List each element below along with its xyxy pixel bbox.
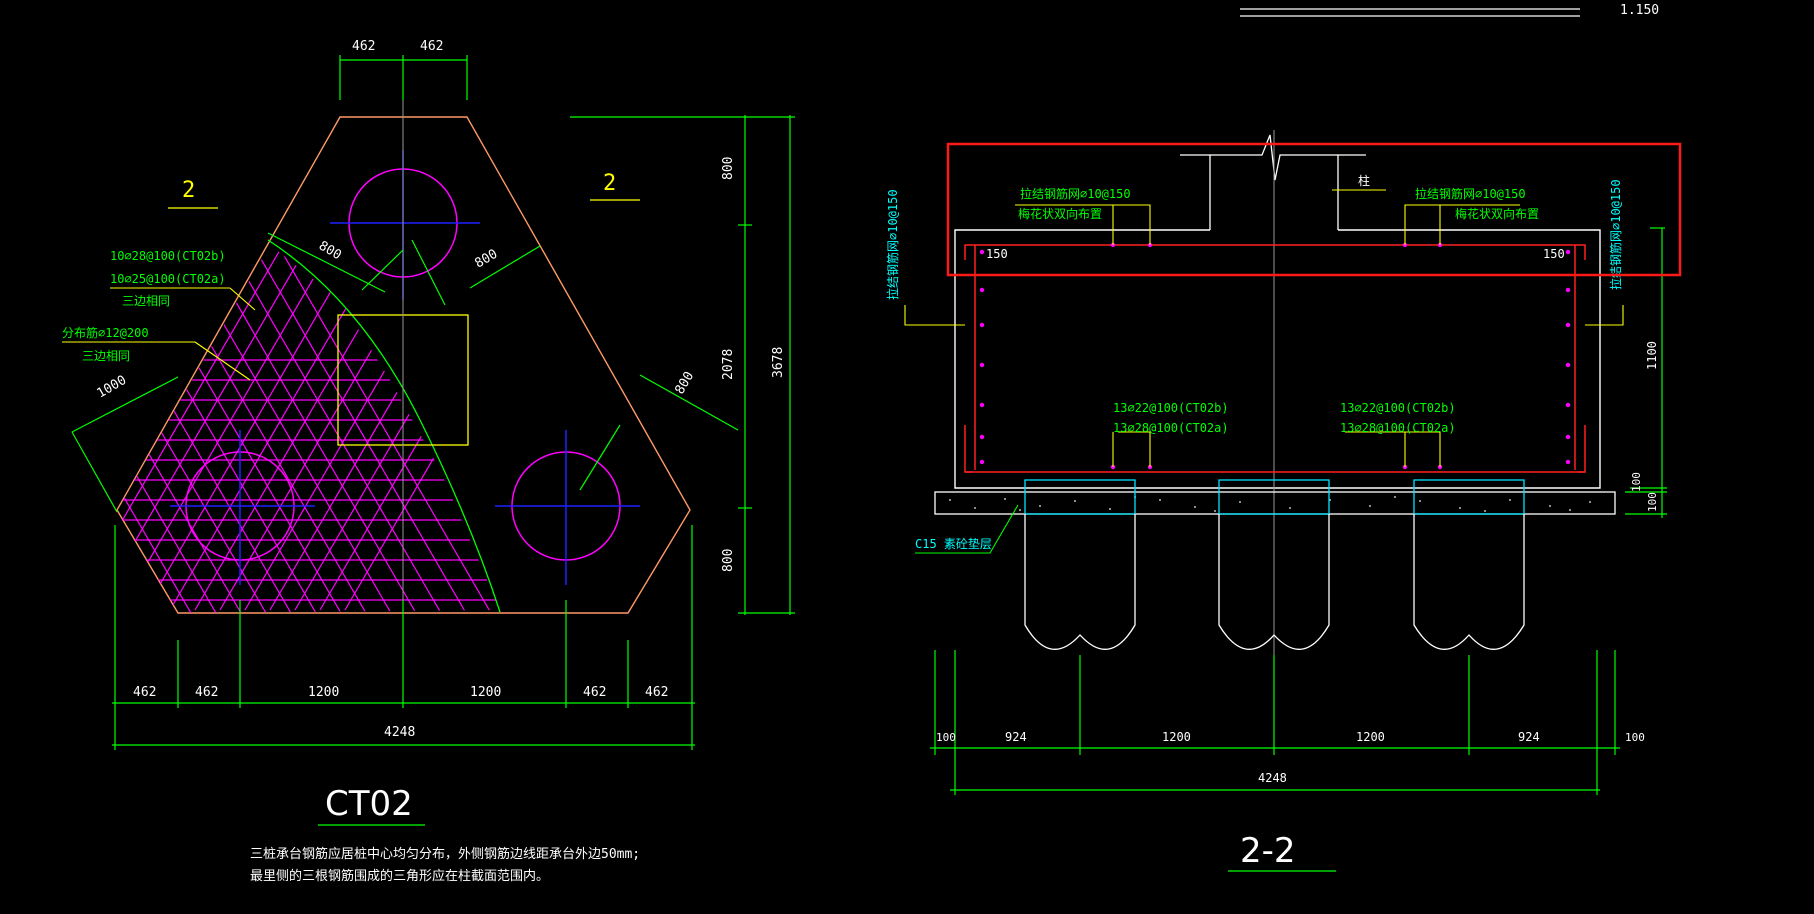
elevation-label: 1.150 [1620, 3, 1659, 18]
sec-dim-bottom-1: 100 [936, 731, 956, 744]
section-mark-right: 2 [603, 171, 616, 196]
section-mark-left: 2 [182, 178, 195, 203]
bottom-dims [112, 525, 695, 750]
plan-view-ct02: 462 462 800 2078 800 3678 800 800 800 10… [62, 39, 795, 884]
mesh-boundary-curve [267, 239, 501, 613]
piles [1024, 514, 1525, 650]
dim-bottom-4: 1200 [470, 685, 501, 700]
rebar-mesh [117, 245, 500, 613]
sec-dim-bottom-2: 924 [1005, 730, 1027, 744]
rebar-note-3: 三边相同 [122, 294, 170, 308]
section-right-dims [1625, 227, 1667, 518]
rebar-note-1: 10⌀28@100(CT02b) [110, 249, 226, 263]
dim-height: 1100 [1645, 341, 1659, 370]
dim-pad: 100 [1646, 492, 1659, 512]
cover-right: 150 [1543, 247, 1565, 261]
dim-bottom-6: 462 [645, 685, 668, 700]
pile-heads [1024, 479, 1525, 515]
side-note-left: 拉结钢筋网⌀10@150 [885, 189, 900, 300]
note-line-2: 最里侧的三根钢筋围成的三角形应在柱截面范围内。 [250, 868, 549, 884]
pad-speckle [949, 496, 1591, 512]
sec-dim-bottom-5: 924 [1518, 730, 1540, 744]
rebar-cage [964, 244, 1586, 473]
rebar-note-4: 分布筋⌀12@200 [62, 325, 149, 340]
side-note-right: 拉结钢筋网⌀10@150 [1608, 179, 1623, 290]
column-label: 柱 [1358, 173, 1370, 188]
dim-diag-2: 800 [473, 247, 501, 272]
rebar-dots [979, 242, 1571, 470]
dim-cover: 100 [1630, 472, 1643, 492]
top-dims [339, 55, 468, 100]
sec-dim-bottom-4: 1200 [1356, 730, 1385, 744]
cover-left: 150 [986, 247, 1008, 261]
sec-dim-bottom-3: 1200 [1162, 730, 1191, 744]
dim-bottom-2: 462 [195, 685, 218, 700]
pad-label: C15 素砼垫层 [915, 536, 992, 551]
diag-dims [71, 232, 739, 513]
cap-section-outline [954, 229, 1601, 489]
section-view-2-2: 柱 拉结钢筋网⌀10@150 梅花状双向布置 拉结钢筋网⌀10@150 梅花状双… [885, 130, 1682, 872]
top-note-right-2: 梅花状双向布置 [1455, 206, 1539, 221]
dim-right-2: 2078 [721, 349, 736, 380]
section-bottom-dims [930, 650, 1620, 795]
dim-right-total: 3678 [771, 347, 786, 378]
concrete-pad [934, 491, 1616, 515]
top-note-left-2: 梅花状双向布置 [1018, 206, 1102, 221]
dim-top-1: 462 [352, 39, 375, 54]
rebar-leaders [62, 287, 256, 381]
rebar-note-2: 10⌀25@100(CT02a) [110, 272, 226, 286]
bottom-note-right-2: 13⌀28@100(CT02a) [1340, 421, 1456, 435]
dim-bottom-5: 462 [583, 685, 606, 700]
cap-outline [116, 116, 691, 614]
dim-top-2: 462 [420, 39, 443, 54]
dim-bottom-1: 462 [133, 685, 156, 700]
dim-bottom-3: 1200 [308, 685, 339, 700]
sec-dim-total: 4248 [1258, 771, 1287, 785]
dim-right-1: 800 [721, 157, 736, 180]
dim-diag-4: 1000 [95, 373, 130, 402]
sec-dim-bottom-6: 100 [1625, 731, 1645, 744]
section-leaders [904, 189, 1624, 467]
bottom-note-left-1: 13⌀22@100(CT02b) [1113, 401, 1229, 415]
section-title: 2-2 [1240, 831, 1296, 871]
right-dims [570, 115, 795, 615]
bottom-note-left-2: 13⌀28@100(CT02a) [1113, 421, 1229, 435]
top-right-fragment: 1.150 [1240, 3, 1659, 18]
dim-right-3: 800 [721, 549, 736, 572]
dim-diag-3: 800 [672, 369, 697, 397]
column-stub [1180, 134, 1366, 230]
top-note-left-1: 拉结钢筋网⌀10@150 [1020, 186, 1131, 201]
note-line-1: 三桩承台钢筋应居桩中心均匀分布，外侧钢筋边线距承台外边50mm; [250, 846, 640, 862]
plan-title: CT02 [325, 784, 413, 824]
bottom-note-right-1: 13⌀22@100(CT02b) [1340, 401, 1456, 415]
rebar-note-5: 三边相同 [82, 349, 130, 363]
highlight-box[interactable] [946, 142, 1682, 277]
dim-total-left: 4248 [384, 725, 415, 740]
top-note-right-1: 拉结钢筋网⌀10@150 [1415, 186, 1526, 201]
